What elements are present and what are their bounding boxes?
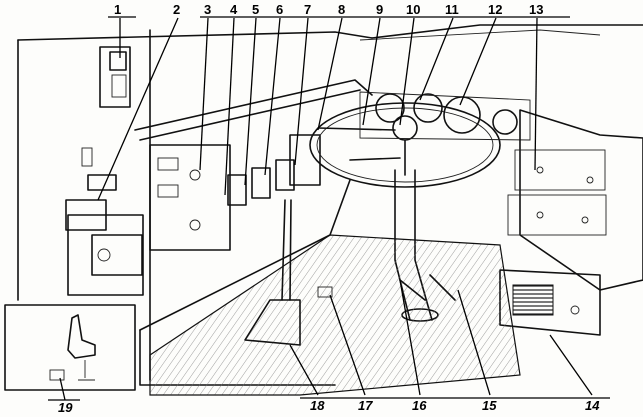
- callout-2: 2: [173, 2, 180, 17]
- callout-16: 16: [412, 398, 427, 413]
- heater-grille: [499, 269, 601, 336]
- callout-19: 19: [58, 400, 73, 415]
- cab-floor: [149, 234, 521, 396]
- instrument-cluster: [359, 91, 531, 141]
- callout-10: 10: [406, 2, 420, 17]
- callout-18: 18: [310, 398, 325, 413]
- switch-panel: [149, 134, 321, 251]
- callout-1: 1: [114, 2, 121, 17]
- right-console: [507, 109, 643, 291]
- callout-labels: 1 2 3 4 5 6 7 8 9 10 11 12 13 14 15 16 1…: [48, 2, 610, 415]
- gear-lever: [244, 199, 301, 346]
- callout-12: 12: [488, 2, 502, 17]
- leader-lines: [59, 17, 593, 401]
- seat-inset: [4, 304, 136, 391]
- callout-15: 15: [482, 398, 497, 413]
- callout-3: 3: [204, 2, 211, 17]
- callout-14: 14: [585, 398, 600, 413]
- callout-5: 5: [252, 2, 259, 17]
- lower-electrical-panel: [65, 199, 144, 296]
- callout-13: 13: [529, 2, 543, 17]
- steering-wheel: [309, 102, 501, 188]
- callout-17: 17: [358, 398, 373, 413]
- upper-relay-panel: [81, 46, 131, 191]
- callout-11: 11: [445, 2, 459, 17]
- callout-8: 8: [338, 2, 345, 17]
- pedals: [317, 274, 456, 301]
- callout-9: 9: [376, 2, 383, 17]
- callout-6: 6: [276, 2, 283, 17]
- callout-4: 4: [230, 2, 238, 17]
- callout-7: 7: [304, 2, 311, 17]
